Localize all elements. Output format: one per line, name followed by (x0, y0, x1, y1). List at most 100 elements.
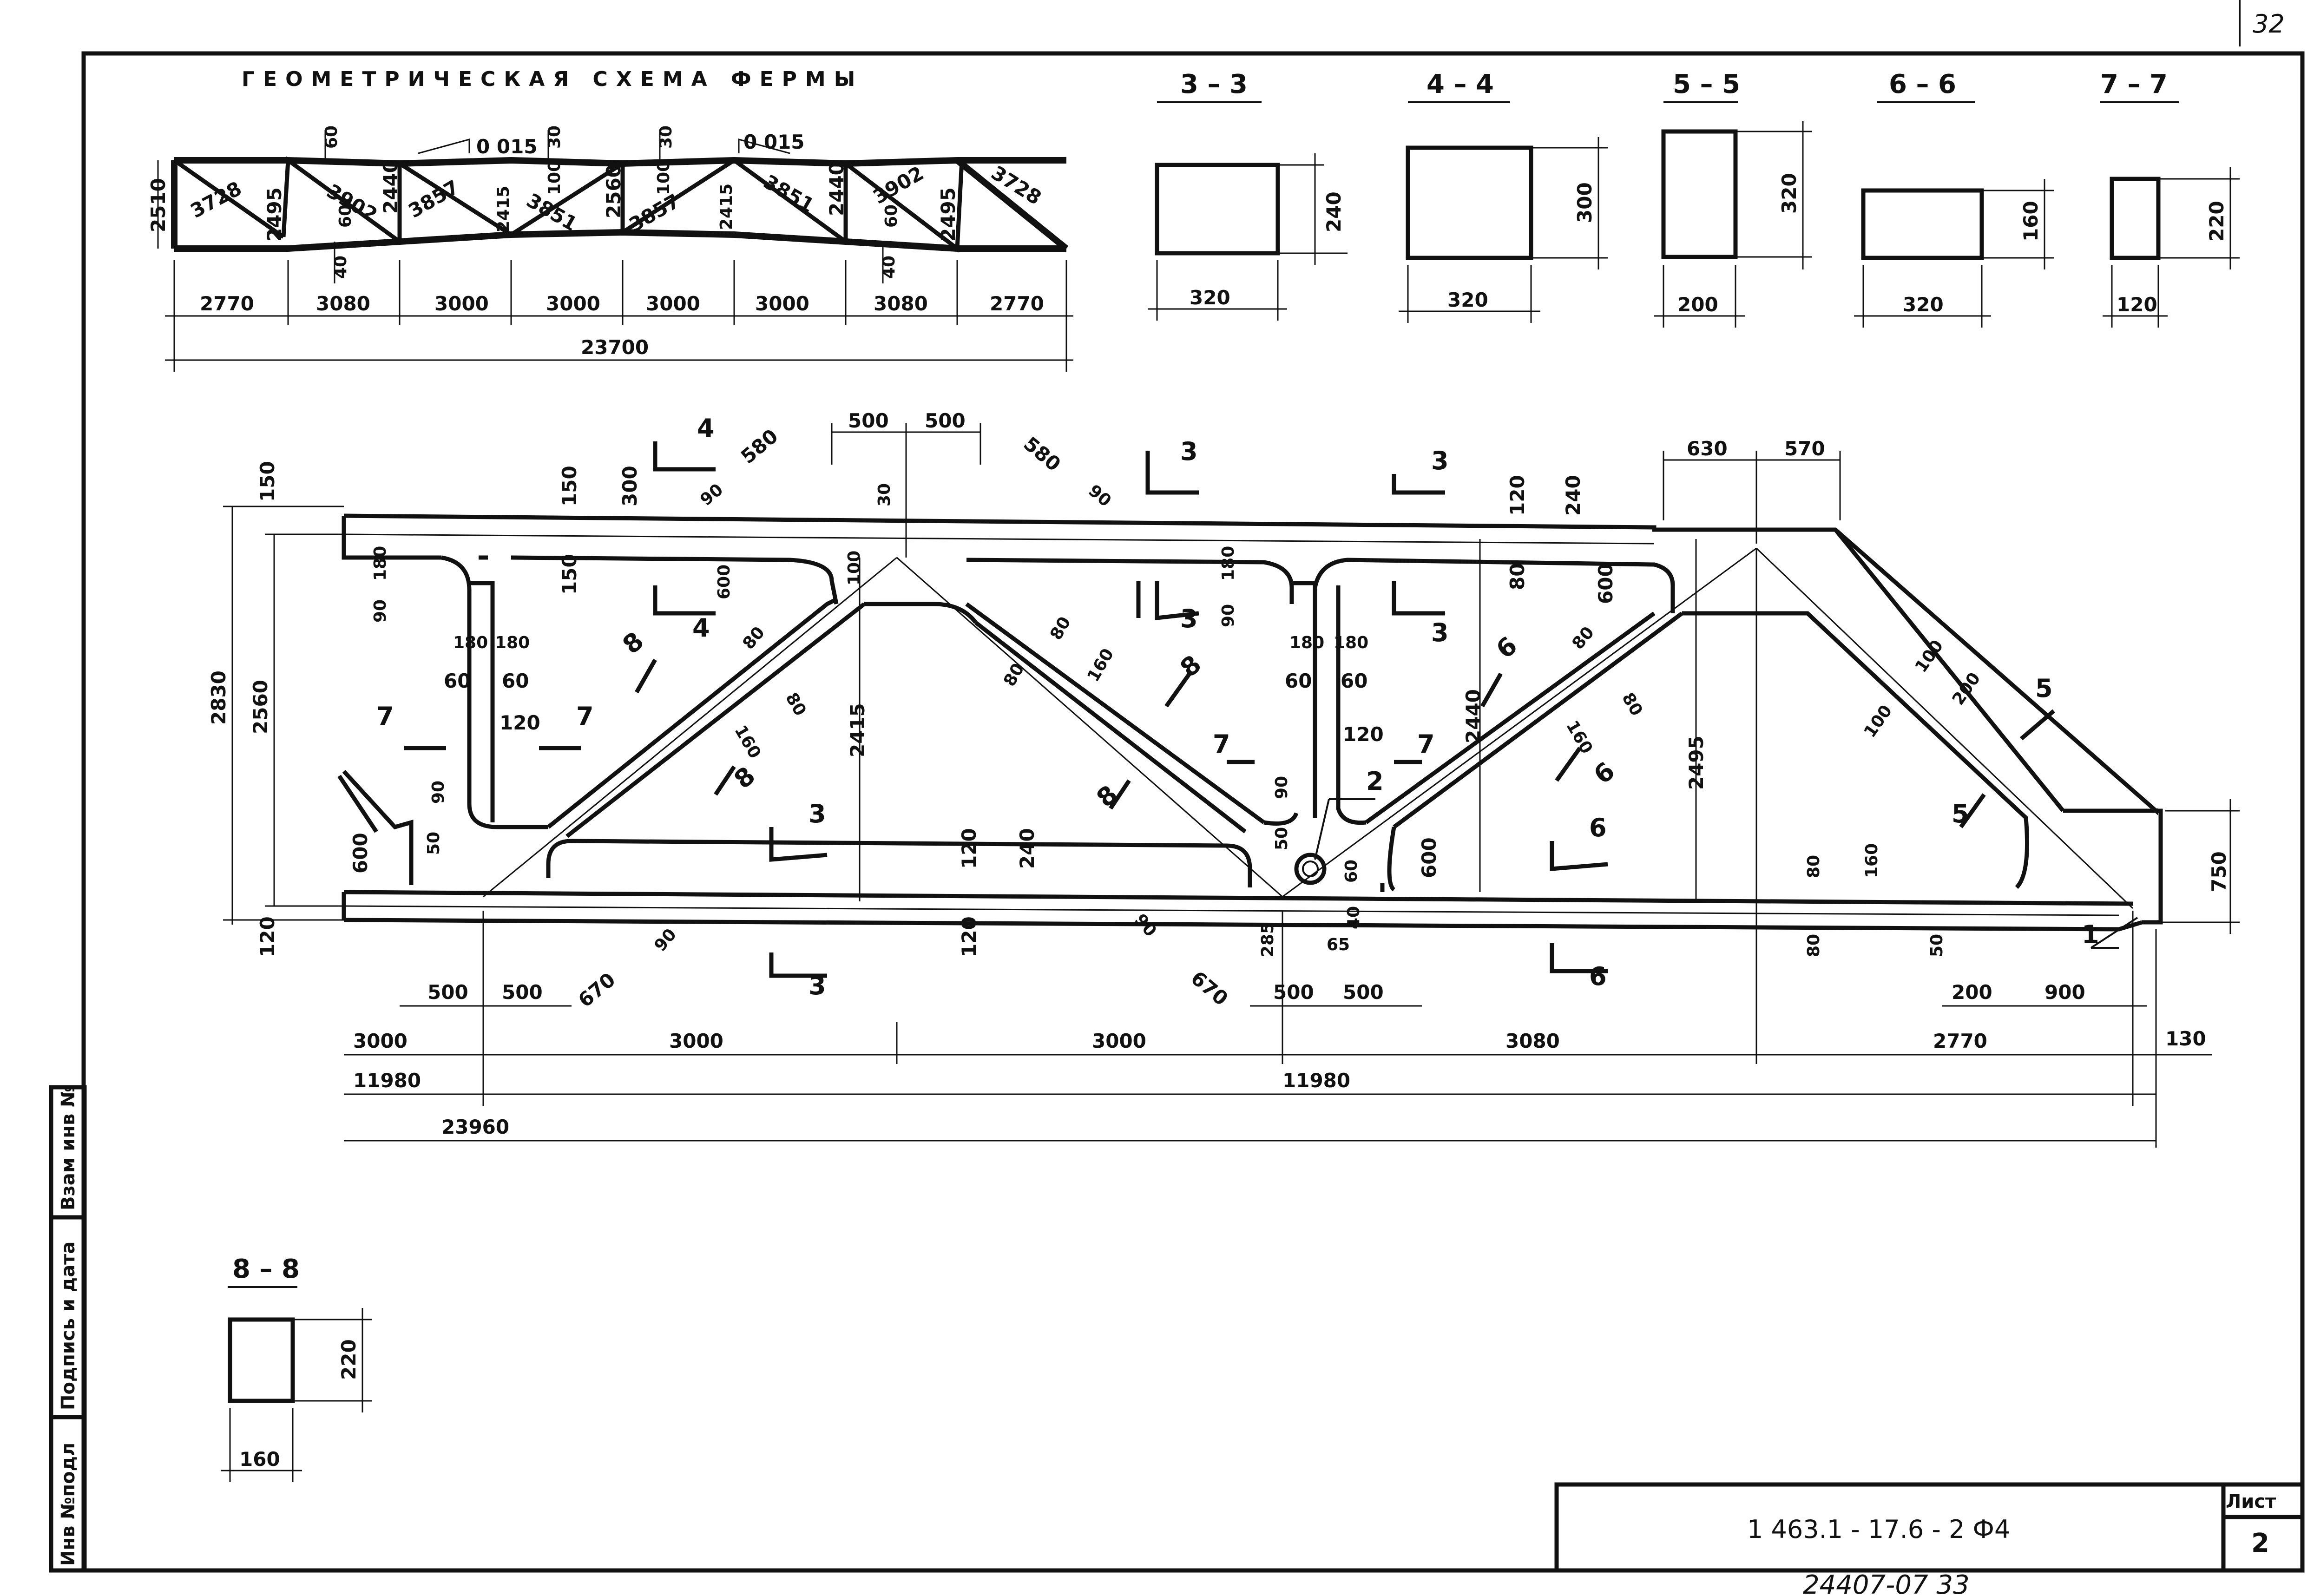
truss-in-90b: 90 (429, 781, 448, 804)
left-stamp: Инв №подл Подпись и дата Взам инв № (49, 1085, 87, 1573)
cut-mark-6c: 6 (1491, 631, 1523, 664)
truss-in-100b: 100 (1912, 637, 1947, 676)
section-3-3-height: 240 (1322, 191, 1345, 232)
cut-mark-3f: 3 (809, 971, 826, 1000)
truss-in-240c: 240 (1016, 828, 1039, 869)
truss-dim-150: 150 (558, 466, 581, 506)
gs-bay-2: 3080 (316, 292, 370, 315)
chain3: 23960 (441, 1116, 509, 1138)
section-8-8-height: 220 (337, 1339, 360, 1380)
truss-top-90b: 90 (1085, 481, 1115, 511)
section-7-7: 7 – 7 220 120 (2100, 69, 2240, 328)
truss-overall-height: 2830 (207, 670, 230, 725)
truss-bot-130: 130 (2165, 1027, 2206, 1050)
cut-mark-8b: 8 (729, 761, 761, 795)
truss-dim-120-left: 120 (256, 916, 279, 957)
footer-number: 24407-07 33 (1803, 1570, 1970, 1596)
corner-sheet-number: 32 (2253, 9, 2285, 39)
truss-dim-30: 30 (875, 483, 894, 506)
truss-dim-150-left: 150 (256, 461, 279, 502)
truss-bot-900: 900 (2044, 981, 2085, 1004)
section-3-3-width: 320 (1190, 286, 1230, 309)
truss-in-670a: 670 (1187, 966, 1233, 1010)
cut-mark-7a: 7 (376, 702, 394, 731)
gs-slope-left: 0 015 (476, 135, 538, 158)
gs-small-60: 60 (322, 125, 341, 149)
truss-in-670b: 670 (574, 968, 620, 1012)
cut-mark-3d: 3 (1431, 618, 1449, 647)
gs-total: 23700 (581, 336, 649, 359)
sheet-number: 2 (2251, 1528, 2269, 1558)
truss-in-600-mid: 600 (1418, 837, 1440, 878)
section-8-8: 8 – 8 220 160 (221, 1254, 372, 1482)
section-5-5-width: 200 (1677, 293, 1718, 316)
chain2-b: 11980 (1282, 1069, 1350, 1092)
gs-h-2560: 2560 (602, 164, 625, 218)
scheme-title: ГЕОМЕТРИЧЕСКАЯ СХЕМА ФЕРМЫ (242, 67, 863, 91)
truss-dim-120-top: 120 (1506, 475, 1529, 516)
truss-dim-100: 100 (845, 551, 864, 585)
truss-dim-120-top2: 80 (1506, 563, 1529, 590)
truss-top-500a: 500 (848, 409, 889, 432)
gs-h-2440b: 2440 (825, 162, 848, 216)
cut-mark-8c: 8 (1091, 780, 1123, 813)
cut-mark-7c: 7 (1213, 729, 1230, 759)
geometric-scheme: ГЕОМЕТРИЧЕСКАЯ СХЕМА ФЕРМЫ 2510 2495 244… (147, 67, 1073, 372)
truss-in-750: 750 (2208, 851, 2230, 892)
gs-bay-3: 3000 (434, 292, 489, 315)
gs-m-3857: 3857 (405, 176, 463, 223)
sheet-label: Лист (2226, 1491, 2276, 1512)
cut-mark-3c: 3 (1431, 446, 1449, 475)
truss-in-50a: 50 (424, 832, 443, 855)
section-3-3: 3 – 3 240 320 (1148, 69, 1348, 321)
section-7-7-label: 7 – 7 (2100, 69, 2168, 99)
truss-dim-240-top: 240 (1562, 475, 1584, 516)
truss-in-90c: 90 (1219, 604, 1238, 627)
truss-in-90d: 90 (1272, 776, 1291, 799)
gs-bay-7: 3080 (874, 292, 928, 315)
truss-in-120b: 120 (1343, 723, 1384, 746)
chain1-e: 2770 (1933, 1030, 1987, 1052)
truss-in-50c: 50 (1927, 934, 1946, 957)
chain1-b: 3000 (669, 1030, 723, 1052)
chain1-a: 3000 (353, 1030, 408, 1052)
truss-in-80d: 80 (1046, 614, 1075, 644)
truss-in-2440: 2440 (1462, 689, 1485, 743)
truss-bot-500b: 500 (502, 981, 543, 1004)
truss-in-40: 40 (1344, 906, 1363, 929)
truss-in-60e: 60 (1342, 860, 1361, 883)
cut-mark-3b: 3 (1180, 604, 1198, 633)
truss-in-120d: 120 (958, 916, 980, 957)
truss-in-80h: 80 (1804, 934, 1823, 957)
cut-mark-8a: 8 (617, 626, 649, 660)
truss-top-580a: 580 (736, 425, 782, 468)
section-6-6-label: 6 – 6 (1889, 69, 1956, 99)
truss-in-60c: 60 (1285, 670, 1312, 692)
cut-mark-6a: 6 (1589, 813, 1607, 842)
gs-h-2415b: 2415 (717, 184, 736, 230)
gs-bay-1: 2770 (200, 292, 254, 315)
cut-mark-3e: 3 (809, 799, 826, 828)
truss-in-80e: 80 (1568, 623, 1598, 653)
drawing-frame (81, 51, 2305, 1573)
truss-in-80f: 80 (1618, 690, 1646, 719)
truss-in-180f: 180 (1334, 633, 1368, 652)
truss-top-570: 570 (1784, 437, 1825, 460)
gs-m-3851b: 3851 (760, 170, 818, 217)
truss-in-160b: 160 (1084, 645, 1118, 685)
cut-mark-7b: 7 (576, 702, 594, 731)
truss-in-50b: 50 (1272, 827, 1291, 850)
truss-in-285: 285 (1258, 922, 1277, 957)
gs-h-2510: 2510 (147, 178, 170, 232)
cut-mark-4a: 4 (697, 414, 715, 443)
cut-mark-3a: 3 (1180, 437, 1198, 466)
gs-m-3728: 3728 (187, 177, 245, 223)
section-8-8-width: 160 (239, 1448, 280, 1471)
truss-in-60d: 60 (1341, 670, 1367, 692)
chain2-a: 11980 (353, 1069, 421, 1092)
truss-bot-500d: 500 (1343, 981, 1384, 1004)
section-6-6: 6 – 6 160 320 (1854, 69, 2054, 328)
truss-dim-150b: 150 (558, 554, 581, 595)
truss-top-500b: 500 (925, 409, 966, 432)
cut-mark-8d: 8 (1175, 650, 1207, 683)
